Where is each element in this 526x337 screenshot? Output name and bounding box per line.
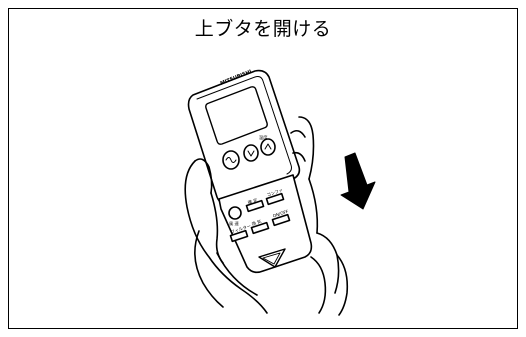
- right-hand: [290, 116, 349, 316]
- instruction-title: 上ブタを開ける: [194, 18, 332, 40]
- instruction-panel: 上ブタを開ける MITSUBISHI: [8, 8, 518, 329]
- svg-text:温度: 温度: [259, 134, 268, 141]
- round-buttons: 温度: [222, 134, 276, 170]
- remote-controller-illustration: MITSUBISHI 温度: [159, 57, 399, 317]
- svg-text:換 気: 換 気: [251, 218, 262, 228]
- down-arrow-icon: [340, 152, 376, 210]
- temp-up-button: [260, 138, 276, 156]
- left-hand: [184, 158, 268, 314]
- svg-text:風 速: 風 速: [229, 221, 240, 227]
- temp-down-button: [243, 144, 259, 162]
- svg-text:確 定: 確 定: [247, 196, 258, 206]
- remote-body: MITSUBISHI 温度: [187, 69, 301, 205]
- svg-text:コンファ: コンファ: [266, 188, 284, 199]
- lid-buttons: 風 速 確 定 コンファ フィルター 換 気 ON/OFF: [228, 188, 291, 243]
- svg-text:ON/OFF: ON/OFF: [272, 209, 289, 219]
- remote-open-lid-drawing: MITSUBISHI 温度: [184, 69, 376, 316]
- open-lid: 風 速 確 定 コンファ フィルター 換 気 ON/OFF: [218, 174, 313, 274]
